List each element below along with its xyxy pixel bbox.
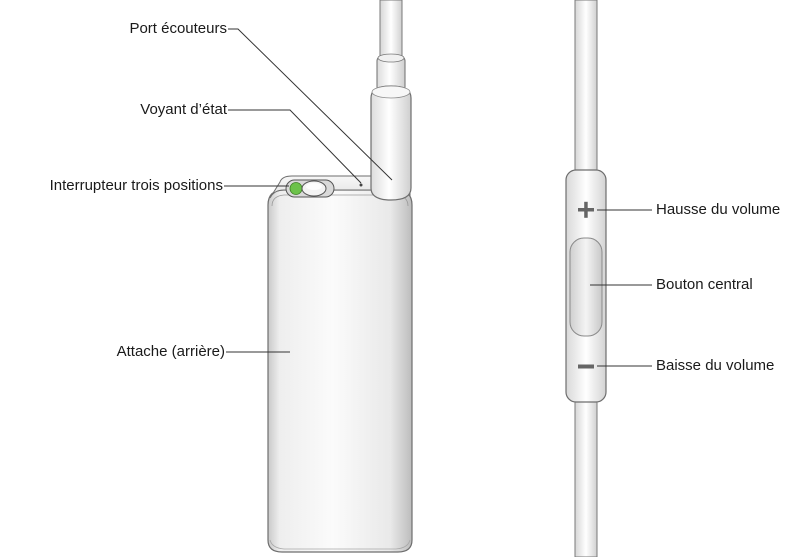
label-volume-down: Baisse du volume (656, 357, 775, 374)
status-light (359, 183, 363, 187)
device-bevel (271, 194, 409, 207)
remote-control (565, 0, 607, 557)
label-center-button: Bouton central (656, 276, 753, 293)
remote-leader-lines (590, 209, 652, 367)
three-way-switch (285, 179, 335, 198)
volume-up-button[interactable] (578, 201, 594, 218)
label-clip: Attache (arrière) (116, 343, 225, 360)
ipod-device (267, 0, 413, 553)
remote-cable-top (574, 0, 598, 176)
switch-green-indicator (289, 182, 303, 195)
volume-down-button[interactable] (578, 364, 594, 369)
remote-cable-bottom (574, 397, 598, 557)
label-volume-up: Hausse du volume (656, 201, 781, 218)
label-three-way-switch: Interrupteur trois positions (49, 177, 223, 194)
device-leader-lines (224, 28, 393, 353)
leader-headphone-port (228, 28, 393, 181)
device-bottom-edge (269, 539, 411, 550)
label-status-light: Voyant d’état (140, 101, 227, 118)
device-body (267, 189, 413, 553)
center-button[interactable] (569, 237, 603, 337)
headphone-plug (370, 85, 412, 201)
label-headphone-port: Port écouteurs (129, 20, 227, 37)
leader-status-light (228, 109, 362, 184)
